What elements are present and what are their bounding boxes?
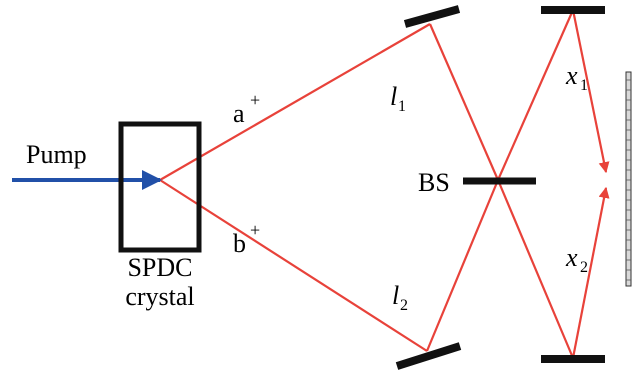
- mode-b-label: b: [233, 229, 246, 258]
- path-x1-label: x: [565, 61, 578, 90]
- path-l1-label: l: [390, 82, 397, 111]
- mode-b-superscript: +: [250, 220, 260, 240]
- beam-mirror-1-to-bs: [428, 23, 500, 181]
- beam-bs-to-mirror-4: [496, 179, 575, 359]
- path-l2-subscript: 2: [400, 297, 408, 314]
- beam-splitter-label: BS: [418, 168, 450, 197]
- path-l1-subscript: 1: [398, 98, 406, 115]
- path-l2-label: l: [392, 281, 399, 310]
- beam-b-to-mirror-2: [159, 179, 428, 352]
- crystal-label-line1: SPDC: [127, 253, 192, 282]
- mirror-2: [395, 342, 462, 370]
- spdc-crystal: [118, 121, 202, 253]
- path-x2-subscript: 2: [580, 259, 588, 276]
- detection-screen: [625, 71, 632, 287]
- mirror-1: [403, 5, 461, 28]
- pump-label: Pump: [26, 140, 87, 169]
- crystal-label-line2: crystal: [125, 282, 194, 311]
- beam-bs-to-mirror-3: [496, 9, 575, 181]
- beam-mirror-4-to-screen: [571, 186, 610, 359]
- beam-a-to-mirror-1: [159, 23, 431, 181]
- beam-mirror-2-to-bs: [425, 179, 500, 352]
- beam-mirror-3-to-screen: [571, 9, 610, 174]
- mode-a-label: a: [233, 99, 245, 128]
- screen-hatching: [626, 79, 631, 281]
- path-x2-label: x: [565, 243, 578, 272]
- path-x1-subscript: 1: [580, 77, 588, 94]
- mode-a-superscript: +: [250, 90, 260, 110]
